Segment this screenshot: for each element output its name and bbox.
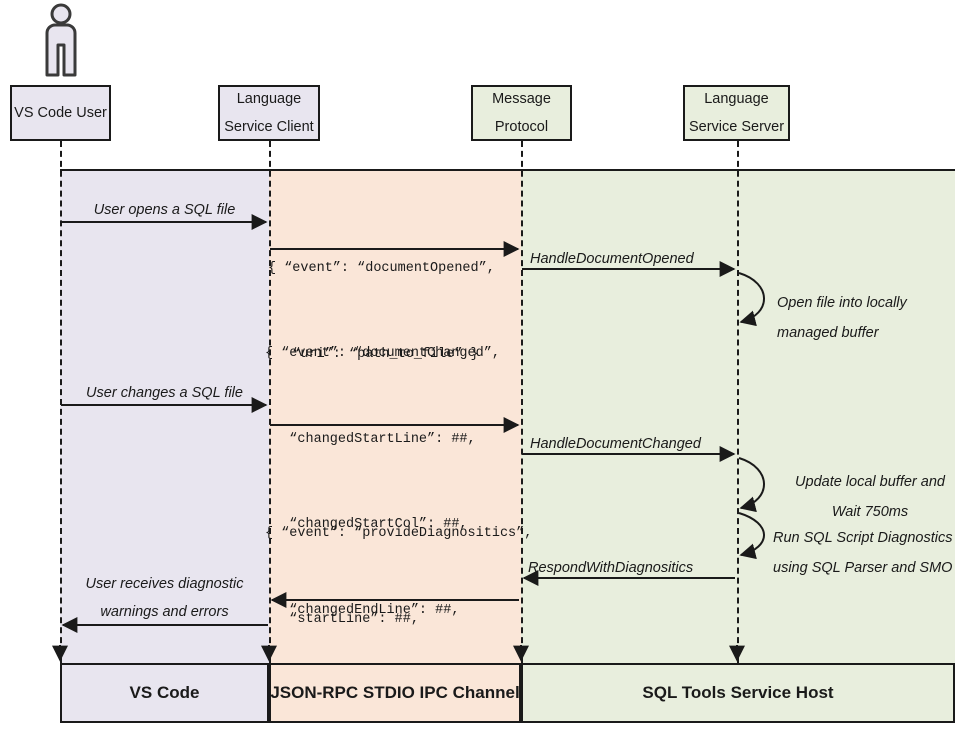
payload-line: “changedStartLine”: ##, [265, 431, 476, 447]
message-label-user-opens-sql-file: User opens a SQL file [93, 202, 236, 218]
message-label-user-changes-sql-file: User changes a SQL file [86, 385, 243, 401]
message-label-respond-with-diagnositics: RespondWithDiagnositics [528, 560, 694, 576]
note-line1: Run SQL Script Diagnostics [773, 530, 953, 546]
self-loop-open-file [738, 272, 765, 327]
payload-line: “changedEndLine”: ##, [265, 602, 460, 618]
footer-label: SQL Tools Service Host [642, 683, 834, 702]
participant-label-line2: Service Server [688, 119, 785, 135]
payload-line: “startLine”: ##, [265, 611, 419, 627]
participant-label-line1: VS Code User [14, 104, 107, 121]
payload-line: { “event”: “documentChanged”, [265, 346, 500, 361]
message-label-line1: User receives diagnostic [85, 576, 244, 592]
note-line1: Update local buffer and [795, 474, 945, 490]
payload-line: { “event”: “documentOpened”, [268, 261, 495, 276]
self-loop-update-buffer-wait [738, 457, 765, 513]
payload-line: { “event”: “provideDiagnositics”, [265, 526, 533, 541]
participant-language-service-server[interactable]: Language Service Server [683, 85, 790, 141]
note-run-sql-diagnostics: Run SQL Script Diagnostics using SQL Par… [773, 523, 952, 583]
participant-vs-code-user[interactable]: VS Code User [10, 85, 111, 141]
participant-label-line1: Language [704, 90, 769, 107]
note-line1: Open file into locally [777, 295, 907, 311]
swimlane-vscode [60, 170, 269, 663]
lifeline-language-service-server [737, 141, 739, 663]
participant-label-line1: Message [492, 90, 551, 107]
note-update-buffer-wait: Update local buffer and Wait 750ms [775, 467, 962, 527]
message-label-handle-document-opened: HandleDocumentOpened [530, 251, 694, 267]
self-loop-run-diagnostics [738, 512, 765, 560]
footer-label: VS Code [129, 683, 200, 702]
swimlane-top-rule [60, 169, 955, 171]
message-label-handle-document-changed: HandleDocumentChanged [530, 436, 701, 452]
swimlane-ipc [269, 170, 521, 663]
lifeline-message-protocol [521, 141, 523, 663]
footer-label: JSON-RPC STDIO IPC Channel [270, 683, 520, 702]
payload-line: “uri”: “path_to_file” } [268, 346, 479, 362]
participant-language-service-client[interactable]: Language Service Client [218, 85, 320, 141]
message-label-user-receives-diagnostics: User receives diagnostic warnings and er… [60, 570, 269, 626]
person-icon [45, 3, 77, 77]
participant-label-line1: Language [236, 90, 302, 107]
footer-lane-ipc-channel: JSON-RPC STDIO IPC Channel [269, 663, 521, 723]
participant-label-line2: Protocol [494, 119, 549, 135]
message-label-line2: warnings and errors [100, 604, 229, 620]
footer-lane-sql-tools-service-host: SQL Tools Service Host [521, 663, 955, 723]
lifeline-vs-code-user [60, 141, 62, 663]
lifeline-language-service-client [269, 141, 271, 663]
note-line2: Wait 750ms [831, 504, 909, 520]
participant-message-protocol[interactable]: Message Protocol [471, 85, 572, 141]
note-line2: using SQL Parser and SMO [773, 560, 953, 576]
note-open-file-into-buffer: Open file into locally managed buffer [777, 288, 907, 348]
payload-line: “changedStartCol”: ##, [265, 517, 468, 532]
footer-lane-vs-code: VS Code [60, 663, 269, 723]
payload-document-opened: { “event”: “documentOpened”, “uri”: “pat… [268, 198, 495, 426]
participant-label-line2: Service Client [224, 119, 314, 135]
note-line2: managed buffer [777, 325, 879, 341]
